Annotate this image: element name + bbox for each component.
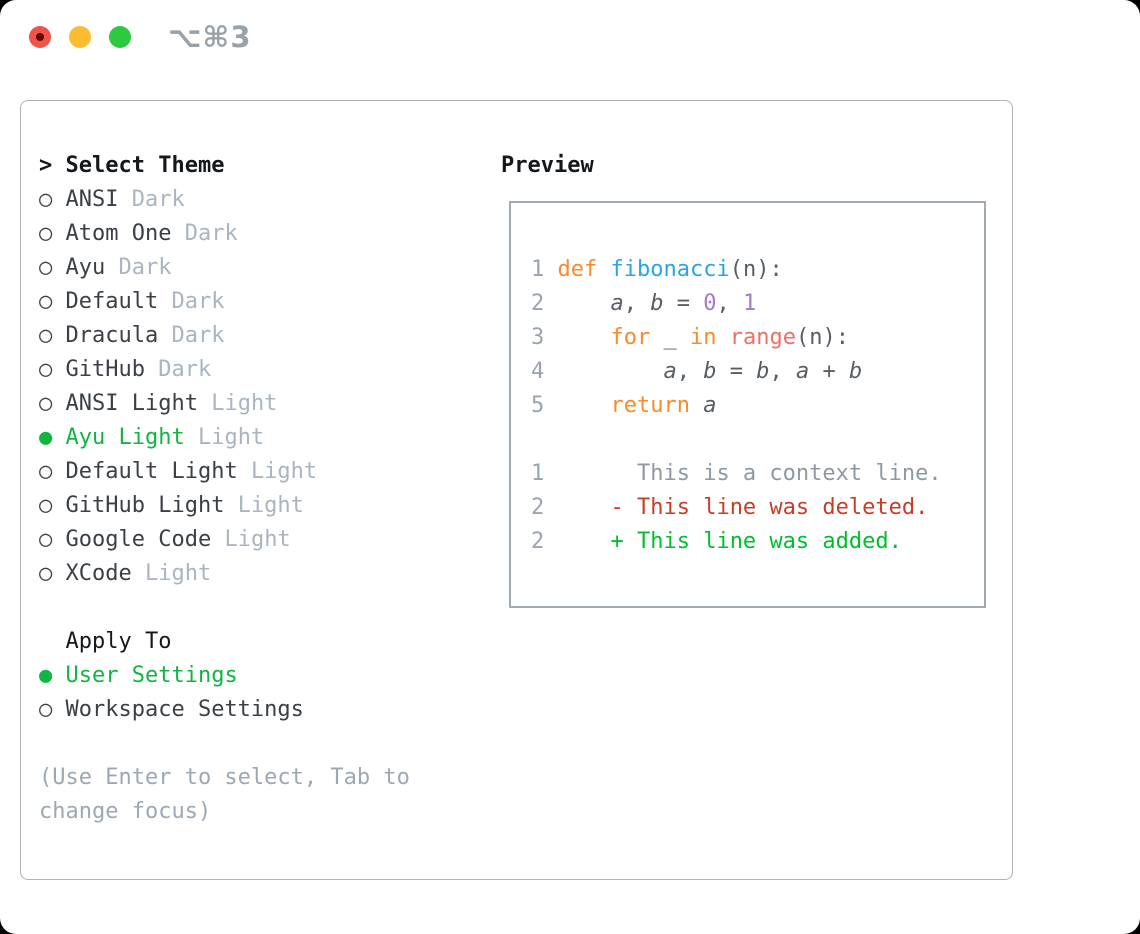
- radio-icon: ○: [39, 391, 66, 416]
- apply-to-section: Apply To ● User Settings○ Workspace Sett…: [39, 625, 501, 727]
- theme-variant-badge: Light: [197, 425, 265, 450]
- apply-option-label: Workspace Settings: [65, 697, 304, 722]
- code-line: 1 This is a context line.: [531, 461, 942, 486]
- radio-icon: ○: [39, 697, 66, 722]
- apply-to-header: Apply To: [39, 625, 501, 659]
- radio-icon: ○: [39, 561, 66, 586]
- window-shortcut-label: ⌥⌘3: [168, 20, 252, 54]
- radio-icon: ○: [39, 323, 66, 348]
- theme-name: XCode: [65, 561, 145, 586]
- theme-variant-badge: Light: [224, 527, 291, 552]
- theme-variant-badge: Dark: [131, 187, 185, 212]
- code-line: 2 + This line was added.: [531, 529, 902, 554]
- select-theme-label: Select Theme: [65, 153, 225, 178]
- radio-icon: ○: [39, 527, 66, 552]
- theme-variant-badge: Dark: [158, 357, 212, 382]
- radio-icon: ○: [39, 289, 66, 314]
- theme-variant-badge: Light: [250, 459, 318, 484]
- radio-icon: ○: [39, 357, 66, 382]
- theme-variant-badge: Dark: [184, 221, 238, 246]
- theme-name: ANSI: [65, 187, 132, 212]
- theme-name: Default Light: [65, 459, 251, 484]
- theme-name: Dracula: [65, 323, 172, 348]
- theme-item-atom-one-dark[interactable]: ○ Atom One Dark: [39, 217, 501, 251]
- preview-label: Preview: [501, 153, 594, 178]
- theme-item-ayu-dark[interactable]: ○ Ayu Dark: [39, 251, 501, 285]
- apply-option-label: User Settings: [65, 663, 238, 688]
- code-line: 1 def fibonacci(n):: [531, 257, 783, 282]
- code-line: 5 return a: [531, 393, 717, 418]
- radio-selected-icon: ●: [39, 425, 66, 450]
- theme-variant-badge: Dark: [171, 289, 225, 314]
- theme-item-github-dark[interactable]: ○ GitHub Dark: [39, 353, 501, 387]
- theme-item-xcode-light[interactable]: ○ XCode Light: [39, 557, 501, 591]
- theme-name: Ayu Light: [65, 425, 198, 450]
- title-bar: ⌥⌘3: [0, 0, 1140, 74]
- close-button[interactable]: [29, 26, 51, 48]
- theme-item-ansi-dark[interactable]: ○ ANSI Dark: [39, 183, 501, 217]
- code-line: [531, 423, 984, 457]
- theme-variant-badge: Dark: [171, 323, 225, 348]
- apply-to-label: Apply To: [65, 629, 172, 654]
- theme-variant-badge: Dark: [118, 255, 172, 280]
- preview-column: Preview 1 def fibonacci(n): 2 a, b = 0, 1…: [501, 149, 1012, 879]
- radio-icon: ○: [39, 459, 66, 484]
- keyboard-hint-text: (Use Enter to select, Tab to change focu…: [39, 765, 410, 824]
- theme-item-default-light-light[interactable]: ○ Default Light Light: [39, 455, 501, 489]
- apply-option-workspace-settings[interactable]: ○ Workspace Settings: [39, 693, 501, 727]
- theme-variant-badge: Light: [211, 391, 278, 416]
- apply-option-user-settings[interactable]: ● User Settings: [39, 659, 501, 693]
- theme-item-github-light-light[interactable]: ○ GitHub Light Light: [39, 489, 501, 523]
- zoom-button[interactable]: [109, 26, 131, 48]
- code-line: 2 a, b = 0, 1: [531, 291, 757, 316]
- theme-name: Ayu: [65, 255, 119, 280]
- theme-name: GitHub Light: [65, 493, 238, 518]
- theme-item-ansi-light-light[interactable]: ○ ANSI Light Light: [39, 387, 501, 421]
- traffic-lights: [29, 26, 131, 48]
- theme-name: GitHub: [65, 357, 159, 382]
- radio-icon: ○: [39, 493, 66, 518]
- select-theme-header: > Select Theme: [39, 149, 501, 183]
- apply-options: ● User Settings○ Workspace Settings: [39, 659, 501, 727]
- theme-list: ○ ANSI Dark○ Atom One Dark○ Ayu Dark○ De…: [39, 183, 501, 591]
- code-line: 2 - This line was deleted.: [531, 495, 929, 520]
- code-preview-box: 1 def fibonacci(n): 2 a, b = 0, 1 3 for _ …: [509, 201, 986, 608]
- theme-item-default-dark[interactable]: ○ Default Dark: [39, 285, 501, 319]
- radio-icon: ○: [39, 255, 66, 280]
- theme-name: Default: [65, 289, 172, 314]
- theme-name: Google Code: [65, 527, 225, 552]
- radio-selected-icon: ●: [39, 663, 66, 688]
- theme-variant-badge: Light: [237, 493, 304, 518]
- theme-name: ANSI Light: [65, 391, 212, 416]
- theme-picker-column: > Select Theme ○ ANSI Dark○ Atom One Dar…: [39, 149, 501, 879]
- radio-icon: ○: [39, 187, 66, 212]
- theme-item-ayu-light-light[interactable]: ● Ayu Light Light: [39, 421, 501, 455]
- theme-item-dracula-dark[interactable]: ○ Dracula Dark: [39, 319, 501, 353]
- radio-icon: ○: [39, 221, 66, 246]
- prompt-caret-icon: >: [39, 153, 66, 178]
- minimize-button[interactable]: [69, 26, 91, 48]
- theme-variant-badge: Light: [144, 561, 212, 586]
- theme-name: Atom One: [65, 221, 185, 246]
- theme-item-google-code-light[interactable]: ○ Google Code Light: [39, 523, 501, 557]
- code-line: 3 for _ in range(n):: [531, 325, 849, 350]
- theme-selector-panel: > Select Theme ○ ANSI Dark○ Atom One Dar…: [20, 100, 1013, 880]
- code-line: 4 a, b = b, a + b: [531, 359, 863, 384]
